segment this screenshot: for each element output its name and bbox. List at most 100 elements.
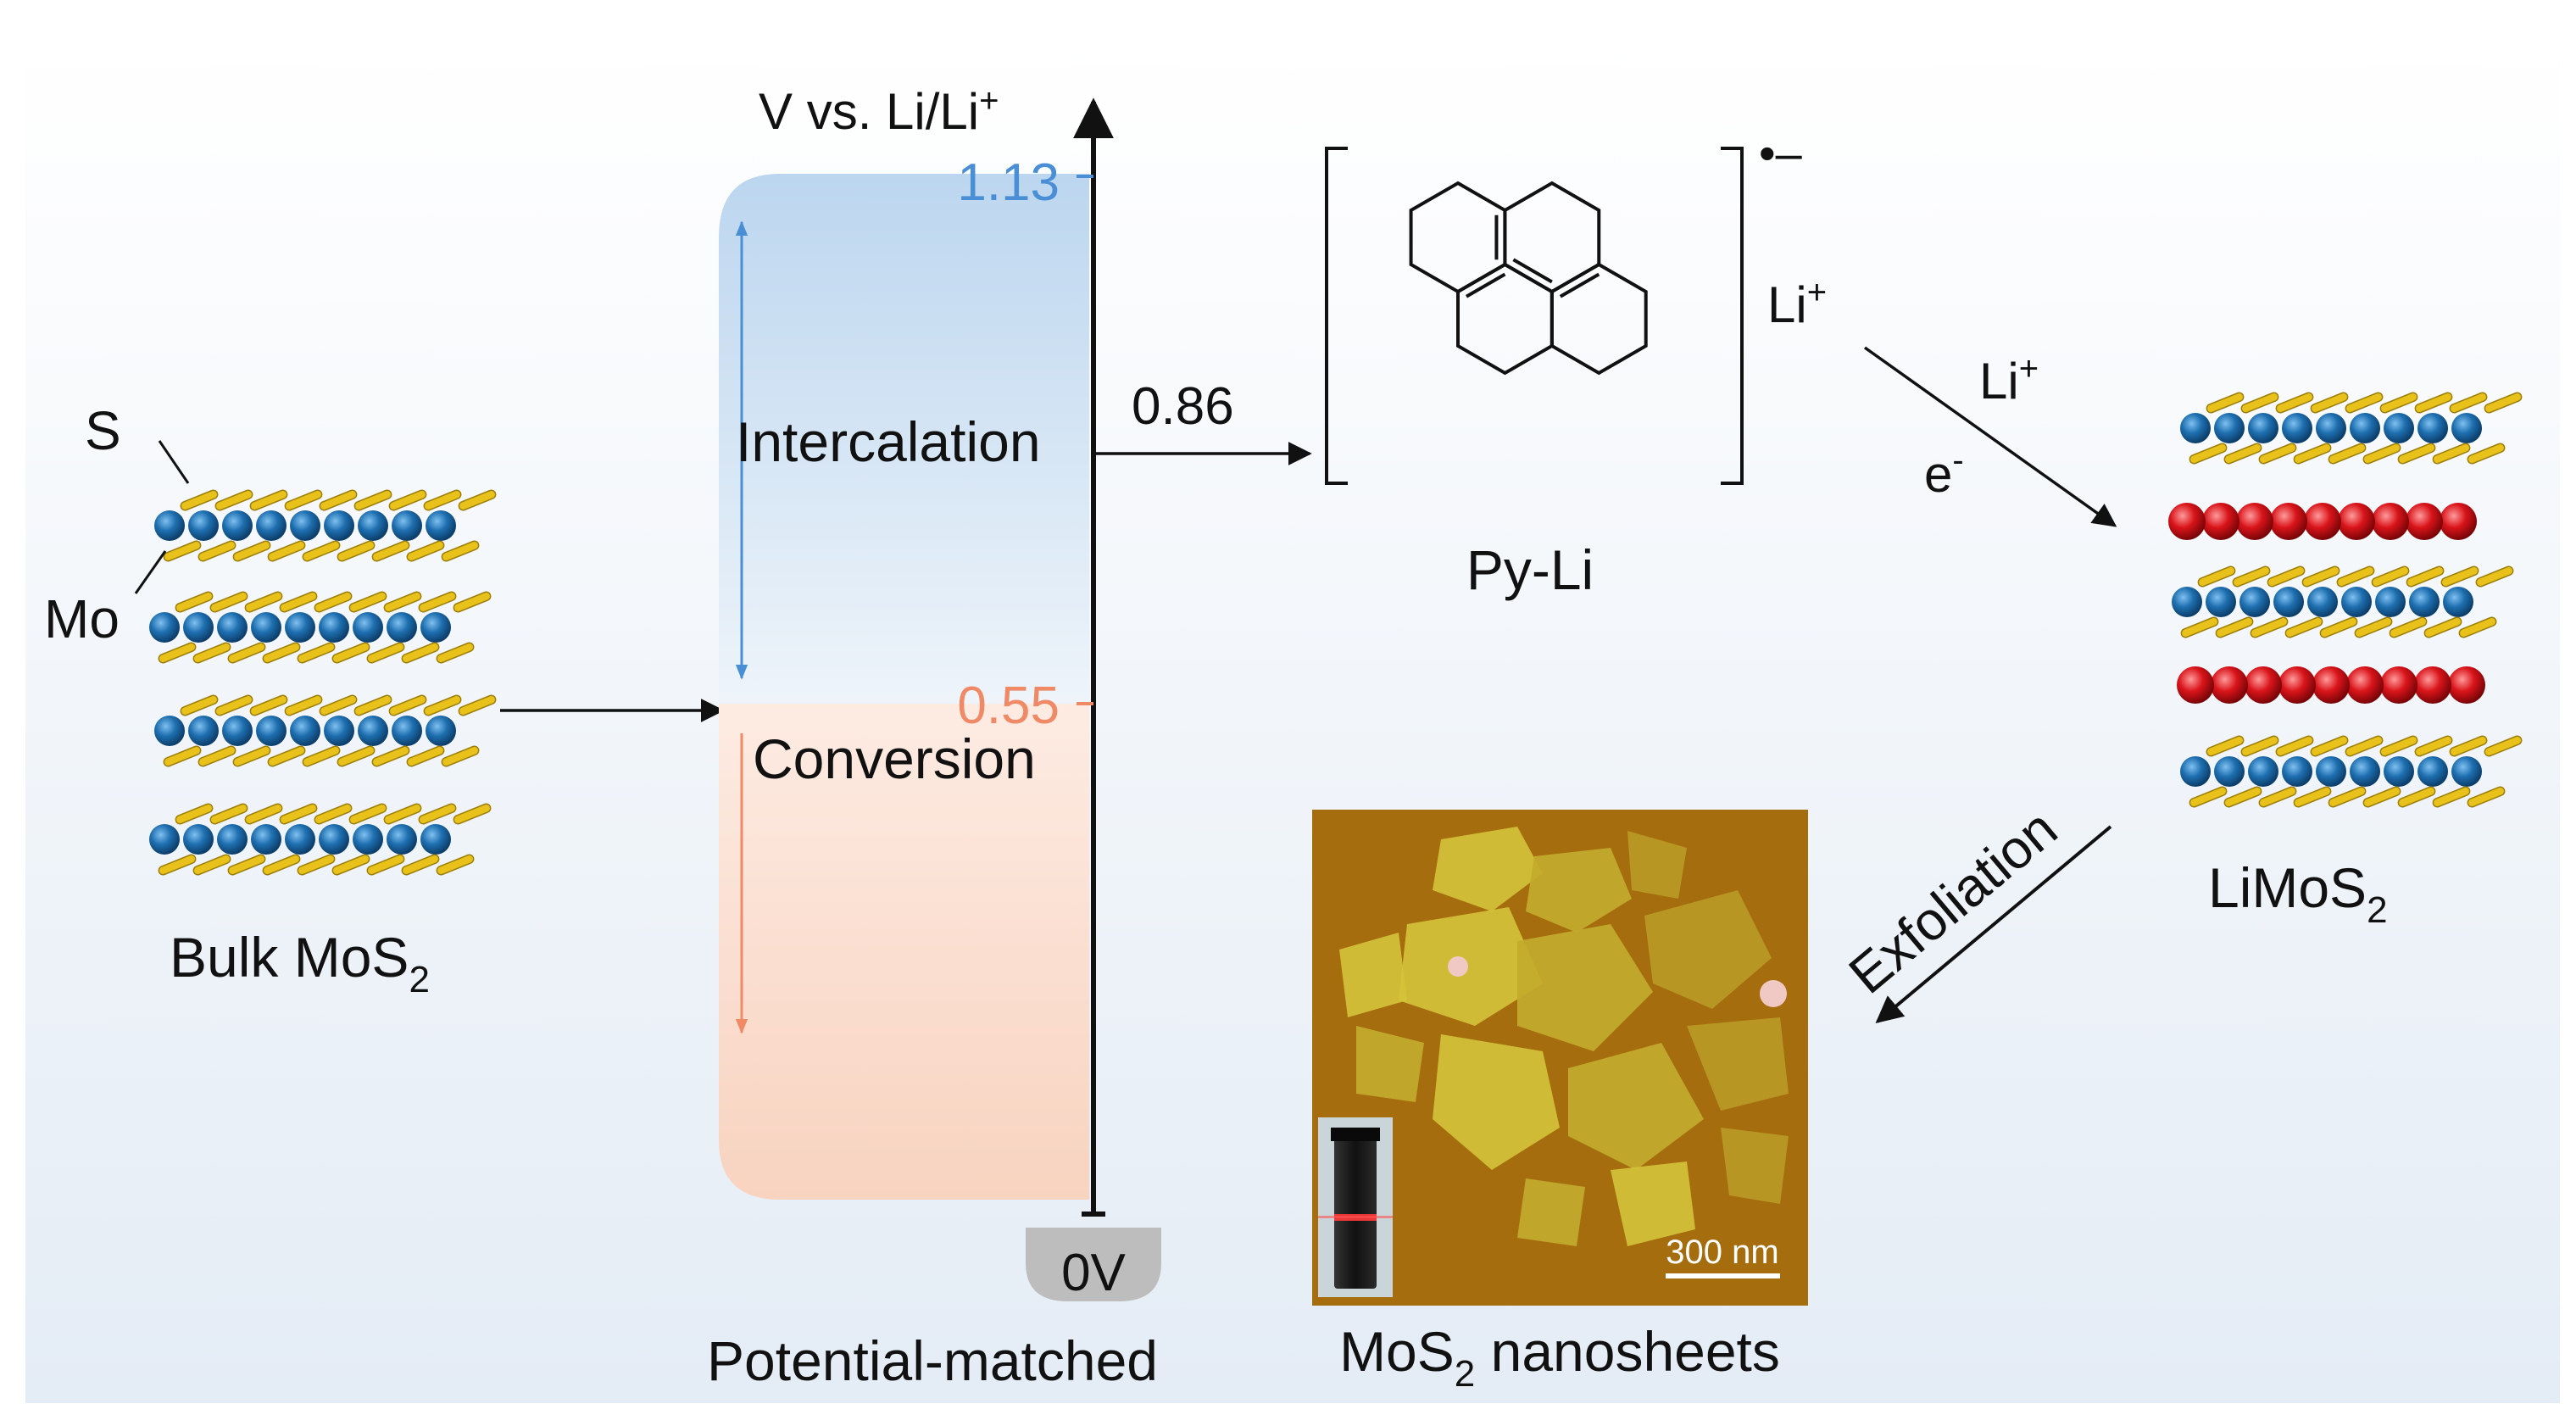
nanosheet-flake: [1526, 848, 1632, 933]
s-atom: [337, 540, 376, 562]
mo-atom: [222, 510, 253, 541]
mo-atom: [2180, 756, 2211, 787]
intercalation-region: [719, 174, 1089, 704]
s-atom: [353, 694, 392, 716]
s-atom: [366, 642, 405, 664]
mo-atom: [2375, 587, 2406, 617]
afm-image: 300 nm: [1312, 810, 1808, 1306]
nanosheet-flake: [1611, 1161, 1695, 1246]
mo-atom: [2384, 756, 2414, 787]
limos2-caption: LiMoS2: [2208, 856, 2388, 931]
mo-atom: [420, 612, 451, 643]
s-atom: [175, 591, 214, 613]
s-atom: [2240, 392, 2279, 414]
mo-atom: [319, 612, 349, 643]
nanosheet-flake: [1627, 831, 1687, 899]
mo-atom: [188, 510, 219, 541]
s-atom: [436, 854, 475, 876]
s-atom: [2354, 616, 2393, 638]
s-atom: [2414, 392, 2453, 414]
s-atom: [314, 591, 353, 613]
mo-atom: [387, 824, 417, 855]
li-atom: [2236, 503, 2273, 540]
mo-atom: [426, 716, 456, 746]
s-atom: [2345, 735, 2384, 757]
s-atom: [331, 642, 370, 664]
s-atom: [2432, 443, 2471, 465]
s-atom: [198, 745, 236, 767]
s-atom: [163, 540, 202, 562]
s-atom: [366, 854, 405, 876]
scale-bar-label: 300 nm: [1666, 1234, 1778, 1271]
mo-atom: [420, 824, 451, 855]
lithiation-arrow: [1863, 346, 2117, 527]
li-atom: [2270, 503, 2307, 540]
mo-atom: [392, 510, 422, 541]
mo-atom: [222, 716, 253, 746]
mo-atom: [290, 716, 320, 746]
bulk-mos2-caption: Bulk MoS2: [170, 926, 430, 1000]
s-atom: [2328, 786, 2367, 808]
s-atom: [2189, 443, 2228, 465]
mo-atom: [358, 510, 388, 541]
s-atom: [406, 540, 445, 562]
mo-atom: [319, 824, 349, 855]
mo-atom: [183, 824, 214, 855]
nanosheets-caption: MoS2 nanosheets: [1339, 1320, 1780, 1395]
s-atom: [192, 854, 231, 876]
s-atom: [314, 803, 353, 825]
s-atom: [249, 489, 288, 511]
s-atom: [2310, 735, 2349, 757]
nanosheet-flake: [1399, 907, 1543, 1026]
mo-atom: [2341, 587, 2372, 617]
mo-atom: [256, 510, 287, 541]
afm-particle: [1760, 980, 1787, 1007]
li-atom: [2380, 666, 2417, 704]
mo-atom: [251, 824, 281, 855]
s-atom: [249, 694, 288, 716]
s-atom: [2275, 392, 2314, 414]
s-atom: [267, 745, 306, 767]
li-atom: [2338, 503, 2375, 540]
li-atom: [2202, 503, 2239, 540]
nanosheet-flakes: [1339, 827, 1789, 1246]
s-atom: [2440, 565, 2479, 588]
s-atom: [2432, 786, 2471, 808]
s-atom: [348, 591, 387, 613]
li-atom: [2406, 503, 2443, 540]
s-atom: [2319, 616, 2358, 638]
pyrene-double-bond: [1559, 272, 1600, 298]
exfoliation-arrow: [1875, 825, 2112, 1024]
s-atom: [180, 489, 219, 511]
s-atom: [2336, 565, 2375, 588]
s-atom: [2423, 616, 2462, 638]
nanosheet-flake: [1433, 827, 1543, 911]
mo-atom: [188, 716, 219, 746]
mo-atom: [392, 716, 422, 746]
s-atom: [2250, 616, 2289, 638]
li-atom: [2414, 666, 2451, 704]
mo-atom: [2214, 756, 2245, 787]
li-atom: [2177, 666, 2214, 704]
s-atom: [388, 489, 427, 511]
nanosheet-flake: [1644, 890, 1772, 1009]
mo-atom: [2316, 413, 2346, 443]
s-atom: [2301, 565, 2340, 588]
s-atom: [2397, 786, 2436, 808]
s-atom: [284, 694, 323, 716]
s-atom: [2458, 616, 2497, 638]
s-atom: [2180, 616, 2219, 638]
mo-atom: [2180, 413, 2211, 443]
li-atom: [2448, 666, 2485, 704]
mo-atom: [353, 824, 383, 855]
mo-atom: [290, 510, 320, 541]
zero-volt-badge: [1026, 1228, 1161, 1301]
mo-atom: [2451, 756, 2482, 787]
mo-atom: [2239, 587, 2270, 617]
nanosheet-flake: [1517, 1178, 1585, 1246]
s-atom: [383, 803, 422, 825]
li-atom: [2346, 666, 2384, 704]
s-atom: [319, 489, 358, 511]
s-atom: [279, 591, 318, 613]
